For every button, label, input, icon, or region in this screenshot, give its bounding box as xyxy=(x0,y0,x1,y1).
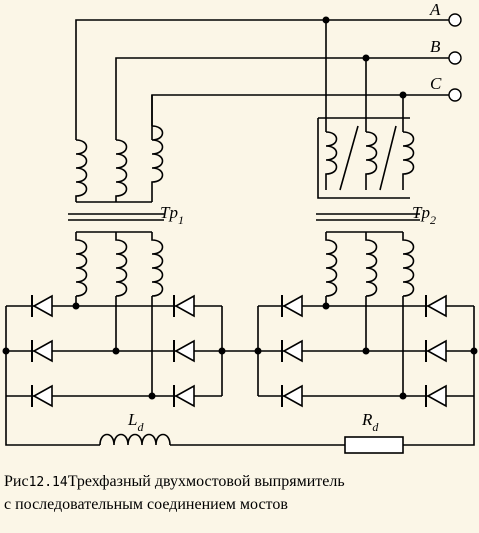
tp2-primary-delta xyxy=(317,117,415,199)
junction-dot xyxy=(322,16,330,24)
bridge2-phase-taps xyxy=(325,296,404,396)
terminal-c-label: C xyxy=(430,74,442,93)
diode xyxy=(425,339,447,363)
diode xyxy=(281,384,303,408)
diode xyxy=(425,294,447,318)
diode xyxy=(31,384,53,408)
diode xyxy=(281,339,303,363)
terminal-a xyxy=(448,13,462,27)
figure-caption: Рис12.14Трехфазный двухмостовой выпрямит… xyxy=(4,471,474,516)
bridge-2 xyxy=(254,294,478,408)
resistor-label: Rd xyxy=(361,410,379,434)
caption-line-1: Рис12.14Трехфазный двухмостовой выпрямит… xyxy=(4,471,474,494)
tp1-primary-coils xyxy=(75,95,164,203)
caption-title: Трехфазный двухмостовой выпрямитель xyxy=(67,473,345,490)
resistor-rd xyxy=(344,436,404,454)
tp2-secondary-coils xyxy=(325,231,415,297)
diode xyxy=(173,384,195,408)
phase-b-line xyxy=(115,57,449,140)
terminal-b-label: B xyxy=(430,37,441,56)
load-wire-right xyxy=(403,396,475,446)
terminal-a-label: A xyxy=(429,0,441,19)
diode xyxy=(425,384,447,408)
caption-number: 12.14 xyxy=(28,475,68,490)
bridge1-phase-taps xyxy=(75,296,153,396)
rectifier-schematic: A B C Tp1 xyxy=(2,0,478,454)
caption-prefix: Рис xyxy=(4,473,29,490)
junction-dot xyxy=(362,54,370,62)
diode xyxy=(31,294,53,318)
inductor-label: Ld xyxy=(127,410,144,434)
phase-a-line xyxy=(75,19,449,140)
terminal-b xyxy=(448,51,462,65)
inductor-ld xyxy=(99,433,171,446)
load-circuit: Ld Rd xyxy=(5,396,475,454)
diode xyxy=(173,294,195,318)
caption-line-2: с последовательным соединением мостов xyxy=(4,496,288,513)
tp2-core xyxy=(316,213,420,221)
terminal-c xyxy=(448,88,462,102)
transformer-tp2: Tp2 xyxy=(316,117,436,297)
tp2-label: Tp2 xyxy=(412,203,436,227)
tp1-label: Tp1 xyxy=(160,203,184,227)
junction-dot xyxy=(399,91,407,99)
bridge-1 xyxy=(2,294,226,408)
tp1-core xyxy=(68,213,164,221)
diode xyxy=(31,339,53,363)
tp1-secondary-coils xyxy=(75,231,164,297)
diode xyxy=(281,294,303,318)
diode xyxy=(173,339,195,363)
load-wire-left xyxy=(5,396,100,446)
transformer-tp1: Tp1 xyxy=(68,95,184,297)
